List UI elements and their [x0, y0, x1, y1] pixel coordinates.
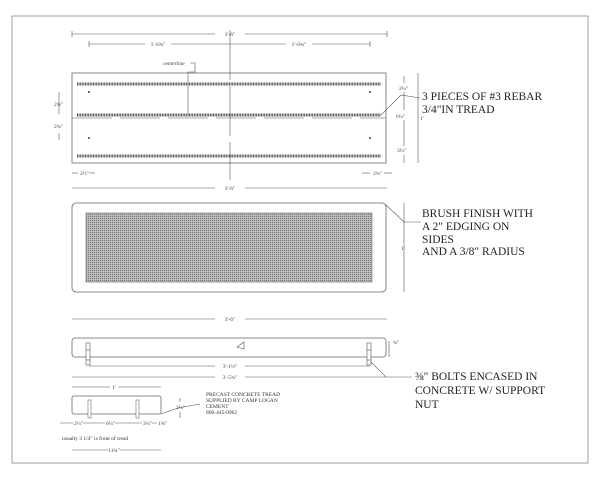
supplier-line1: PRECAST CONCRETE TREAD	[206, 392, 280, 398]
dim-width: 1'	[420, 116, 424, 122]
dim-right-end: 2¾"	[373, 170, 382, 177]
brush-finish-area	[85, 212, 373, 283]
supplier-line4: 800-445-0962	[206, 410, 237, 416]
bolt-hole	[369, 91, 371, 93]
bolt-note-line1: ⅜" BOLTS ENCASED IN	[415, 371, 538, 383]
dim-top-edge: 2¼"	[399, 86, 408, 92]
supplier-line3: CEMENT	[206, 404, 229, 410]
dim-left-end: 2½"	[80, 170, 89, 177]
tread-side-outline	[71, 337, 387, 358]
dim-thickness: ¾"	[393, 339, 399, 346]
bolt	[366, 342, 372, 366]
dim-a: 2¼"	[74, 421, 83, 427]
finish-note-line1: BRUSH FINISH WITH	[422, 208, 533, 220]
centerline-label: centerline	[163, 61, 185, 67]
bolt	[135, 399, 140, 419]
sheet-border	[11, 15, 589, 464]
dim-bottom-edge: 3¼"	[397, 148, 406, 154]
bolt	[85, 342, 91, 366]
dim-b: 6¼"	[106, 421, 115, 427]
finish-note-line2: A 2" EDGING ON	[422, 221, 510, 233]
finish-note-line4: AND A 3/8" RADIUS	[422, 246, 525, 258]
top-view: 3'-6" 1'-6¾" 1'-6¾" centerline 2¼" 6¼" 3…	[54, 30, 542, 180]
tread-finish-outline	[71, 202, 387, 293]
bolt-note-line3: NUT	[415, 399, 439, 411]
bolt-leader	[370, 361, 412, 378]
dim-overall-length: 3'-6"	[225, 186, 236, 192]
dim-left-upper: 2¾"	[54, 101, 63, 108]
dim-half-left: 1'-6¾"	[151, 41, 166, 48]
dim-end-height: 2¼"	[176, 405, 185, 411]
dim-overall-length: 3'-6"	[225, 317, 236, 323]
side-view: 3'-6" ¾" 3'-1½" 3'-5¾" ⅜" BOLTS ENCASED …	[71, 316, 545, 411]
concrete-symbol	[236, 341, 245, 350]
finish-leader	[385, 204, 421, 223]
centerline-leader	[187, 62, 196, 115]
dim-half-right: 1'-6¾"	[292, 41, 307, 48]
end-view: 1' 2¼" PRECAST CONCRETE TREAD SUPPLIED B…	[60, 384, 280, 454]
dim-bolt-spacing: 3'-1½"	[223, 363, 238, 370]
finish-view: 3'-6" 1' BRUSH FINISH WITH A 2" EDGING O…	[71, 185, 533, 293]
dim-mid: 6¼"	[396, 114, 405, 120]
dim-end-width: 1'	[112, 385, 116, 391]
bolt-hole	[88, 137, 90, 139]
dim-d: 1⅜"	[158, 421, 167, 427]
bolt-note-line2: CONCRETE W/ SUPPORT	[415, 385, 545, 397]
supplier-line2: SUPPLIED BY CAMP LOGAN	[206, 398, 278, 404]
supplier-leader	[160, 403, 201, 415]
dim-width: 1'	[401, 246, 405, 252]
dim-left-lower: 2¾"	[54, 123, 63, 130]
dim-depth: 11¾"	[108, 447, 120, 454]
rebar-leader	[380, 94, 421, 116]
bolt	[87, 399, 92, 419]
dim-c: 3¼"	[143, 421, 152, 427]
tread-end-outline	[71, 395, 162, 415]
bolt-hole	[88, 91, 90, 93]
finish-note-line3: SIDES	[422, 234, 454, 246]
dim-bolt-outer: 3'-5¾"	[223, 374, 238, 381]
bolt-hole	[369, 137, 371, 139]
usually-note: usually 3 1/4" is front of tread	[62, 435, 128, 442]
rebar-note-line1: 3 PIECES OF #3 REBAR	[422, 91, 542, 103]
rebar-note-line2: 3/4"IN TREAD	[422, 104, 495, 116]
